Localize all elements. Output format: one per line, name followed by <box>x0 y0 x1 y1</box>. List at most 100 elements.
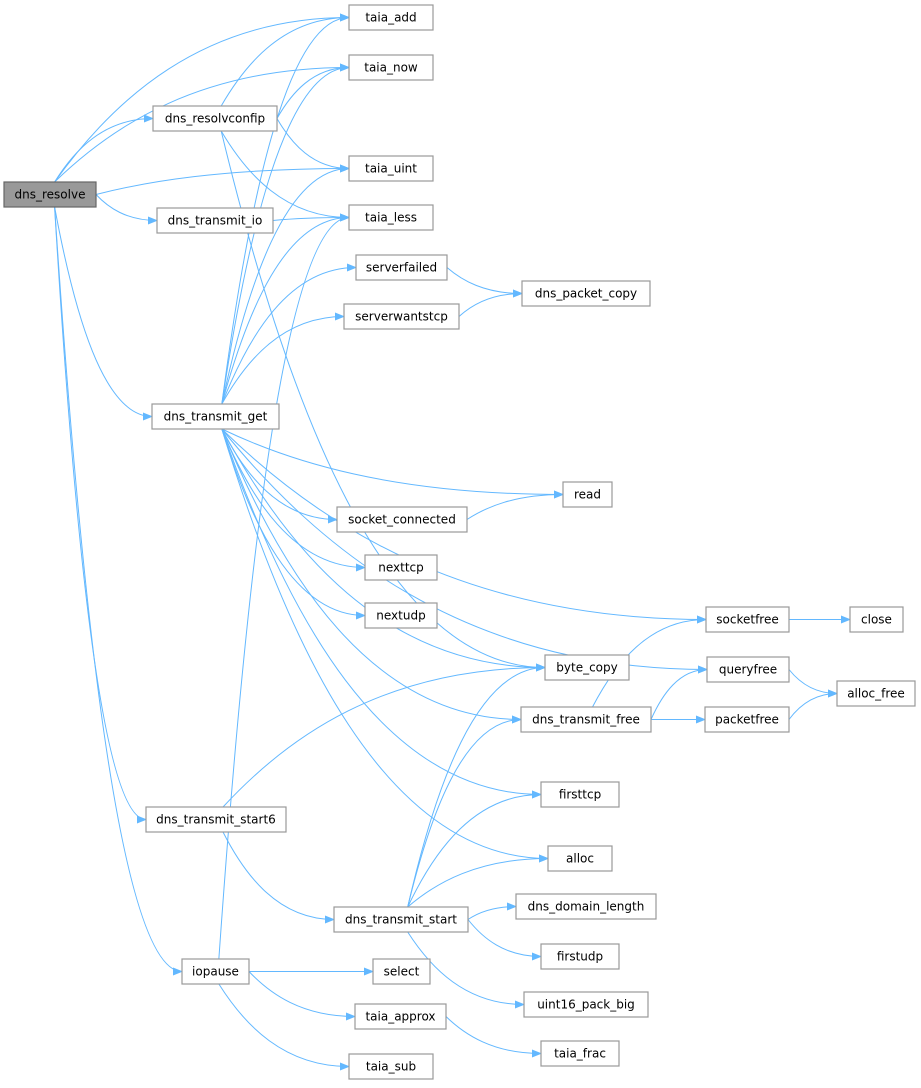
node-box <box>520 706 652 733</box>
edge-iopause-to-taia_less <box>218 213 350 960</box>
edge-dns_transmit_get-to-queryfree <box>221 428 708 674</box>
node-dns-transmit-io[interactable]: dns_transmit_io <box>156 207 274 234</box>
edge-socket_connected-to-read <box>466 490 564 520</box>
node-box <box>348 155 434 182</box>
node-taia-approx[interactable]: taia_approx <box>354 1003 447 1030</box>
node-dns-resolve[interactable]: dns_resolve <box>3 181 97 208</box>
edge-serverfailed-to-dns_packet_copy <box>446 267 523 298</box>
node-box <box>348 1053 434 1080</box>
edge-dns_resolve-to-dns_resolvconfip <box>54 114 154 183</box>
node-nexttcp[interactable]: nexttcp <box>364 554 438 581</box>
node-box <box>354 1003 447 1030</box>
node-box <box>333 906 469 933</box>
node-socketfree[interactable]: socketfree <box>705 606 790 633</box>
node-nextudp[interactable]: nextudp <box>364 602 438 629</box>
node-iopause[interactable]: iopause <box>181 958 250 985</box>
edge-dns_resolvconfip-to-byte_copy <box>220 130 546 672</box>
node-firsttcp[interactable]: firsttcp <box>540 781 620 808</box>
edge-dns_transmit_get-to-read <box>221 428 564 499</box>
edge-queryfree-to-alloc_free <box>788 669 838 698</box>
node-label: close <box>861 613 892 627</box>
edge-dns_transmit_start-to-dns_transmit_free <box>407 715 522 908</box>
node-label: dns_domain_length <box>528 900 645 914</box>
node-byte-copy[interactable]: byte_copy <box>544 654 630 681</box>
node-box <box>540 943 620 970</box>
node-box <box>348 54 434 81</box>
edge-dns_transmit_start-to-uint16_pack_big <box>407 931 525 1009</box>
node-box <box>156 207 274 234</box>
edge-dns_resolvconfip-to-taia_now <box>276 63 350 119</box>
node-box <box>515 893 657 920</box>
node-dns-resolvconfip[interactable]: dns_resolvconfip <box>152 105 278 132</box>
node-taia-add[interactable]: taia_add <box>348 4 434 31</box>
node-queryfree[interactable]: queryfree <box>706 656 790 683</box>
node-label: taia_frac <box>554 1047 606 1061</box>
node-label: nextudp <box>376 609 425 623</box>
node-alloc[interactable]: alloc <box>547 845 613 872</box>
edge-packetfree-to-alloc_free <box>788 689 838 720</box>
node-label: select <box>384 965 420 979</box>
node-socket-connected[interactable]: socket_connected <box>336 506 468 533</box>
node-dns-packet-copy[interactable]: dns_packet_copy <box>521 280 651 307</box>
node-label: uint16_pack_big <box>537 998 635 1012</box>
node-dns-domain-length[interactable]: dns_domain_length <box>515 893 657 920</box>
node-box <box>836 680 916 707</box>
node-read[interactable]: read <box>562 481 613 508</box>
node-taia-uint[interactable]: taia_uint <box>348 155 434 182</box>
node-label: byte_copy <box>556 661 617 675</box>
node-dns-transmit-start6[interactable]: dns_transmit_start6 <box>145 806 287 833</box>
node-box <box>705 606 790 633</box>
node-taia-frac[interactable]: taia_frac <box>540 1040 620 1067</box>
node-box <box>523 991 649 1018</box>
node-serverfailed[interactable]: serverfailed <box>355 254 448 281</box>
node-select[interactable]: select <box>372 958 431 985</box>
node-label: packetfree <box>715 713 779 727</box>
node-label: taia_uint <box>365 162 417 176</box>
edge-dns_transmit_start-to-firstudp <box>467 919 542 961</box>
node-taia-less[interactable]: taia_less <box>348 204 434 231</box>
node-label: firsttcp <box>559 788 601 802</box>
node-alloc-free[interactable]: alloc_free <box>836 680 916 707</box>
node-serverwantstcp[interactable]: serverwantstcp <box>343 303 460 330</box>
edge-dns_transmit_get-to-alloc <box>221 428 549 863</box>
edge-dns_transmit_get-to-serverwantstcp <box>221 312 345 405</box>
node-box <box>540 1040 620 1067</box>
node-box <box>343 303 460 330</box>
node-taia-now[interactable]: taia_now <box>348 54 434 81</box>
node-box <box>372 958 431 985</box>
node-firstudp[interactable]: firstudp <box>540 943 620 970</box>
node-label: dns_resolvconfip <box>165 112 265 126</box>
node-box <box>355 254 448 281</box>
edge-dns_resolve-to-taia_now <box>54 63 350 183</box>
node-dns-transmit-start[interactable]: dns_transmit_start <box>333 906 469 933</box>
edge-dns_transmit_free-to-socketfree <box>592 615 707 708</box>
edge-dns_transmit_get-to-firsttcp <box>221 428 542 799</box>
edge-dns_transmit_get-to-taia_now <box>221 63 350 405</box>
node-dns-transmit-free[interactable]: dns_transmit_free <box>520 706 652 733</box>
node-packetfree[interactable]: packetfree <box>704 706 790 733</box>
node-box <box>152 105 278 132</box>
edge-dns_transmit_get-to-byte_copy <box>221 428 546 672</box>
node-label: dns_resolve <box>15 188 86 202</box>
node-box <box>348 4 434 31</box>
node-taia-sub[interactable]: taia_sub <box>348 1053 434 1080</box>
node-close[interactable]: close <box>849 606 904 633</box>
node-box <box>336 506 468 533</box>
node-label: dns_packet_copy <box>535 287 637 301</box>
node-label: alloc <box>566 852 594 866</box>
node-box <box>704 706 790 733</box>
edge-dns_transmit_get-to-taia_add <box>221 13 350 405</box>
node-label: socketfree <box>716 613 778 627</box>
node-label: queryfree <box>719 663 777 677</box>
edge-dns_transmit_get-to-taia_less <box>221 213 350 405</box>
node-dns-transmit-get[interactable]: dns_transmit_get <box>151 403 280 430</box>
node-label: alloc_free <box>847 687 905 701</box>
edge-dns_resolve-to-iopause <box>54 206 183 976</box>
node-uint16-pack-big[interactable]: uint16_pack_big <box>523 991 649 1018</box>
edge-serverwantstcp-to-dns_packet_copy <box>458 289 523 317</box>
edge-iopause-to-taia_approx <box>248 971 356 1021</box>
edge-iopause-to-taia_sub <box>218 983 350 1071</box>
node-box <box>547 845 613 872</box>
